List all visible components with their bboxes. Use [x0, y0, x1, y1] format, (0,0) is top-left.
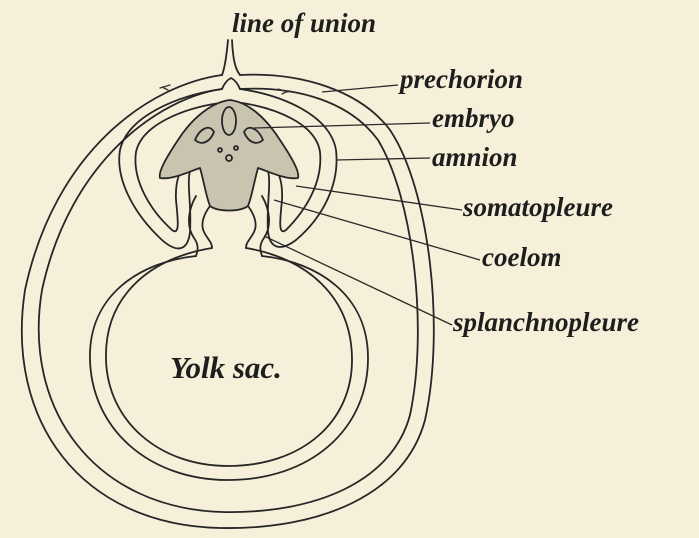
label-splanchnopleure: splanchnopleure: [452, 307, 639, 337]
label-embryo: embryo: [432, 103, 514, 133]
embryo-body: [160, 100, 299, 211]
leader-embryo: [254, 123, 430, 128]
label-yolk-sac: Yolk sac.: [170, 350, 282, 385]
leader-amnion: [336, 158, 430, 160]
leader-coelom: [274, 200, 480, 260]
label-coelom: coelom: [482, 242, 561, 272]
label-amnion: amnion: [432, 142, 518, 172]
label-prechorion: prechorion: [398, 64, 523, 94]
leader-somatopleure: [296, 186, 462, 210]
label-somatopleure: somatopleure: [462, 192, 613, 222]
label-line-of-union: line of union: [232, 8, 376, 38]
